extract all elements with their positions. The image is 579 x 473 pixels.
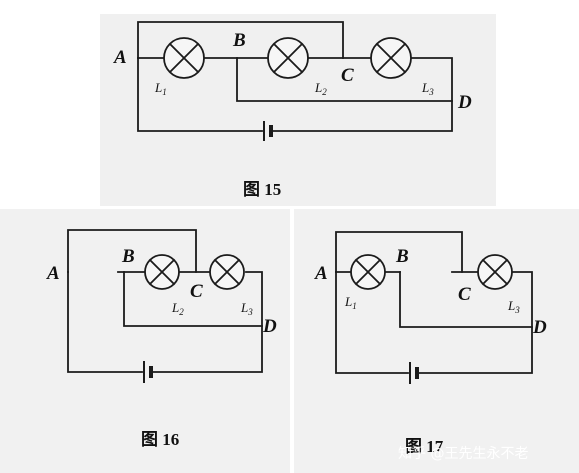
node-label-a: A	[46, 263, 60, 284]
lamp-label-l3: L3	[240, 300, 253, 317]
lamp-label-l3: L3	[421, 80, 434, 97]
watermark: 知乎 @王先生永不老	[398, 445, 528, 462]
node-label-a: A	[314, 263, 328, 284]
lamp-l2	[267, 37, 309, 79]
node-label-c: C	[458, 284, 471, 305]
node-label-c: C	[341, 65, 354, 86]
wire	[151, 271, 263, 373]
node-label-a: A	[113, 47, 127, 68]
wire	[335, 231, 463, 273]
wire	[123, 271, 263, 327]
wire	[67, 271, 143, 373]
node-label-d: D	[457, 92, 472, 113]
figure-caption: 图 16	[141, 430, 179, 449]
node-label-c: C	[190, 281, 203, 302]
lamp-label-l1: L1	[154, 80, 167, 97]
wire	[137, 57, 263, 132]
lamp-l3	[209, 254, 245, 290]
node-label-b: B	[121, 246, 135, 267]
lamp-l1	[350, 254, 386, 290]
figure-16-panel	[0, 209, 290, 473]
lamp-label-l2: L2	[171, 300, 184, 317]
figure-17: A B C D L1 L3 图 17	[314, 231, 547, 456]
lamp-l3	[370, 37, 412, 79]
node-label-b: B	[395, 246, 409, 267]
wire	[137, 21, 344, 59]
wire	[236, 57, 453, 102]
lamp-l2	[144, 254, 180, 290]
wire	[335, 271, 409, 374]
lamp-label-l2: L2	[314, 80, 327, 97]
figure-16: A B C D L2 L3 图 16	[46, 229, 277, 449]
lamp-label-l1: L1	[344, 294, 357, 311]
lamp-l1	[163, 37, 205, 79]
lamp-l3	[477, 254, 513, 290]
figure-15: A B C D L1 L2 L3 图 15	[113, 21, 472, 199]
figure-caption: 图 15	[243, 180, 281, 199]
node-label-d: D	[532, 317, 547, 338]
figure-caption: 图 17	[405, 437, 444, 456]
lamp-label-l3: L3	[507, 298, 520, 315]
wire	[399, 271, 533, 328]
wire	[417, 271, 533, 374]
node-label-b: B	[232, 30, 246, 51]
wire	[67, 229, 197, 273]
wire	[271, 57, 453, 132]
node-label-d: D	[262, 316, 277, 337]
